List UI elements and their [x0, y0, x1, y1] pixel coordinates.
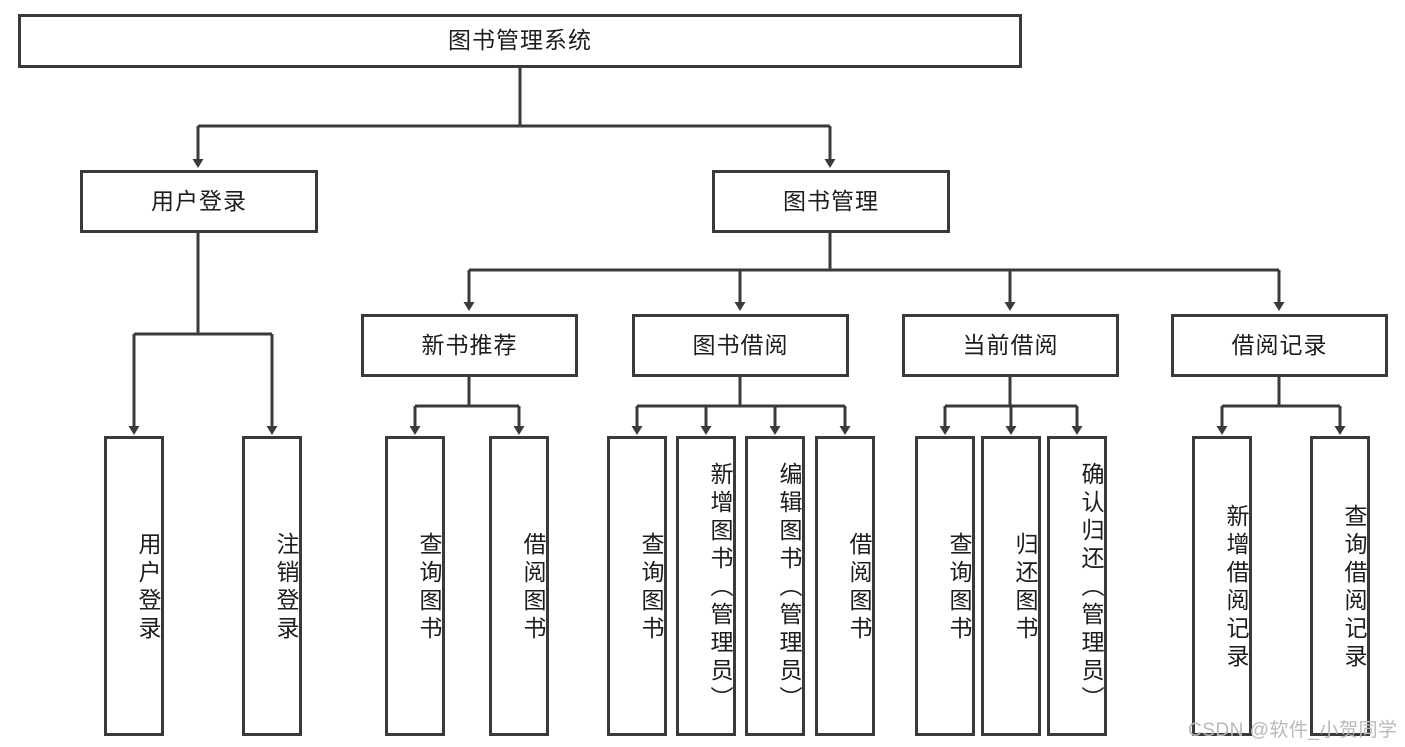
- leaf-borrow-record-query[interactable]: 查询借阅记录: [1310, 436, 1370, 736]
- watermark-text: CSDN @软件_小贺同学: [1188, 720, 1398, 741]
- node-label: 用户登录: [135, 532, 161, 644]
- node-label: 借阅图书: [846, 532, 872, 644]
- node-label: 编辑图书（管理员）: [776, 462, 802, 714]
- leaf-user-login-logout[interactable]: 注销登录: [242, 436, 302, 736]
- node-label: 图书借阅: [692, 331, 789, 358]
- leaf-book-borrow-borrow[interactable]: 借阅图书: [815, 436, 875, 736]
- node-label: 借阅记录: [1231, 331, 1328, 358]
- node-current-borrow[interactable]: 当前借阅: [902, 314, 1119, 377]
- node-label: 查询借阅记录: [1341, 504, 1367, 672]
- leaf-current-borrow-return[interactable]: 归还图书: [981, 436, 1041, 736]
- leaf-borrow-record-add[interactable]: 新增借阅记录: [1192, 436, 1252, 736]
- node-label: 查询图书: [946, 532, 972, 644]
- leaf-user-login-login[interactable]: 用户登录: [104, 436, 164, 736]
- node-borrow-record[interactable]: 借阅记录: [1171, 314, 1388, 377]
- node-label: 用户登录: [151, 187, 247, 214]
- leaf-current-borrow-confirm[interactable]: 确认归还（管理员）: [1047, 436, 1107, 736]
- node-label: 查询图书: [416, 532, 442, 644]
- leaf-current-borrow-query[interactable]: 查询图书: [915, 436, 975, 736]
- node-root-system[interactable]: 图书管理系统: [18, 14, 1022, 68]
- leaf-book-borrow-query[interactable]: 查询图书: [607, 436, 667, 736]
- node-user-login[interactable]: 用户登录: [80, 170, 318, 233]
- node-book-borrow[interactable]: 图书借阅: [632, 314, 849, 377]
- node-label: 图书管理: [783, 187, 879, 214]
- node-label: 新书推荐: [421, 331, 518, 358]
- node-label: 新增图书（管理员）: [707, 462, 733, 714]
- node-label: 查询图书: [638, 532, 664, 644]
- node-new-book-recommend[interactable]: 新书推荐: [361, 314, 578, 377]
- node-label: 注销登录: [273, 532, 299, 644]
- node-label: 图书管理系统: [448, 27, 592, 54]
- node-book-management[interactable]: 图书管理: [712, 170, 950, 233]
- node-label: 当前借阅: [962, 331, 1059, 358]
- node-label: 借阅图书: [520, 532, 546, 644]
- leaf-new-book-borrow[interactable]: 借阅图书: [489, 436, 549, 736]
- node-label: 确认归还（管理员）: [1078, 462, 1104, 714]
- node-label: 归还图书: [1012, 532, 1038, 644]
- leaf-book-borrow-add[interactable]: 新增图书（管理员）: [676, 436, 736, 736]
- node-label: 新增借阅记录: [1223, 504, 1249, 672]
- leaf-book-borrow-edit[interactable]: 编辑图书（管理员）: [745, 436, 805, 736]
- leaf-new-book-query[interactable]: 查询图书: [385, 436, 445, 736]
